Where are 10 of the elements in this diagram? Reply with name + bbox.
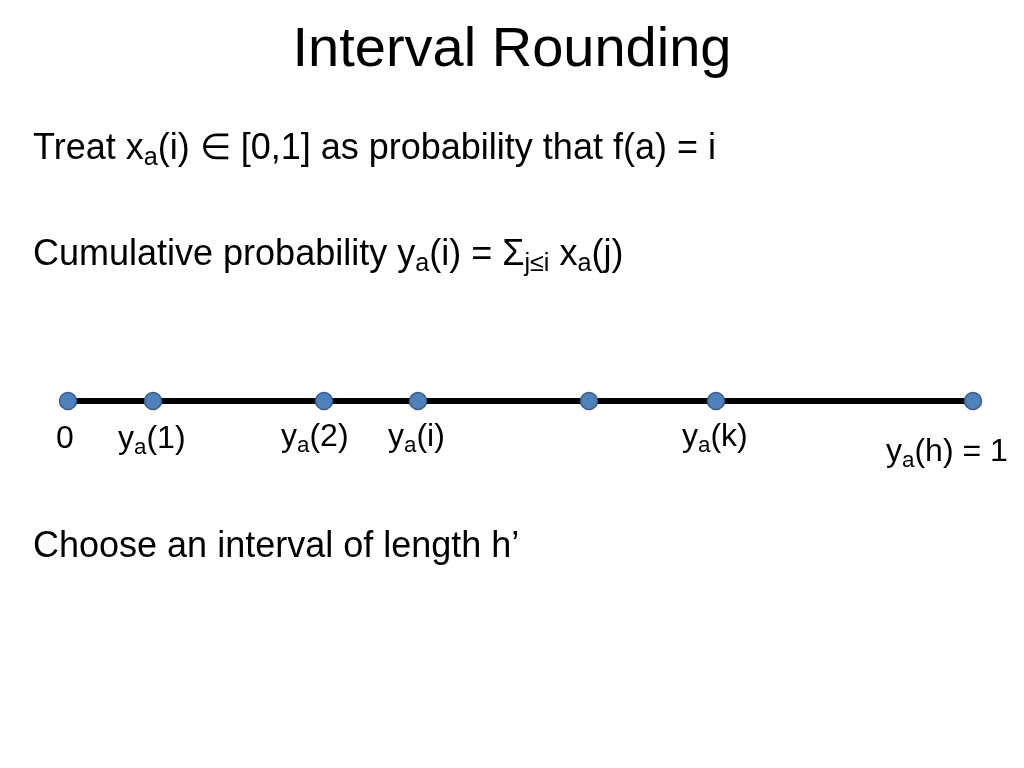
body-text: Choose an interval of length h’ bbox=[33, 523, 520, 567]
tick-label: 0 bbox=[56, 418, 74, 457]
tick-label: y$_{a}$(h) = 1 bbox=[886, 431, 1008, 474]
tick-label: y$_{a}$(k) bbox=[682, 416, 748, 459]
tick-label: y$_{a}$(2) bbox=[281, 416, 349, 459]
slide-title: Interval Rounding bbox=[292, 14, 732, 80]
tick-label: y$_{a}$(i) bbox=[388, 416, 445, 459]
body-text: Cumulative probability y$_{a}$(i) = Σ$_{j≤i}$ x$_{a}$(j) bbox=[33, 231, 624, 279]
body-text: Treat x$_{a}$(i) ∈ [0,1] as probability that f(a) = i bbox=[33, 125, 716, 173]
tick-label: y$_{a}$(1) bbox=[118, 418, 186, 461]
